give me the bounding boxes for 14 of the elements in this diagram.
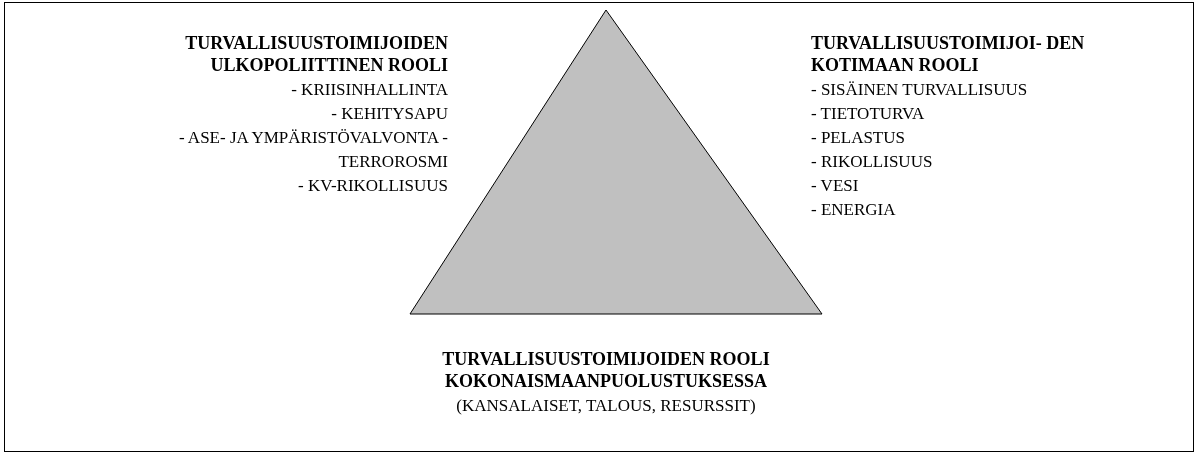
list-item: - VESI	[811, 175, 860, 197]
list-item: - KEHITYSAPU	[330, 103, 448, 125]
list-item: - PELASTUS	[811, 127, 906, 149]
list-item: - KRIISINHALLINTA	[290, 79, 448, 101]
list-item: - KV-RIKOLLISUUS	[297, 175, 448, 197]
section-heading: TURVALLISUUSTOIMIJOI- DEN KOTIMAAN ROOLI	[811, 32, 1086, 76]
list-item: - TIETOTURVA	[811, 103, 926, 125]
list-item: - SISÄINEN TURVALLISUUS	[811, 79, 1029, 101]
section-heading: TURVALLISUUSTOIMIJOIDEN ROOLI KOKONAISMAANPUOLUSTUKSESSA	[441, 348, 771, 392]
list-item: - ASE- JA YMPÄRISTÖVALVONTA - TERROROSMI	[177, 127, 448, 173]
subtitle-text: (KANSALAISET, TALOUS, RESURSSIT)	[455, 395, 757, 417]
list-item: - RIKOLLISUUS	[811, 151, 934, 173]
section-heading: TURVALLISUUSTOIMIJOIDEN ULKOPOLIITTINEN ROOLI	[184, 32, 448, 76]
list-item: - ENERGIA	[811, 199, 897, 221]
